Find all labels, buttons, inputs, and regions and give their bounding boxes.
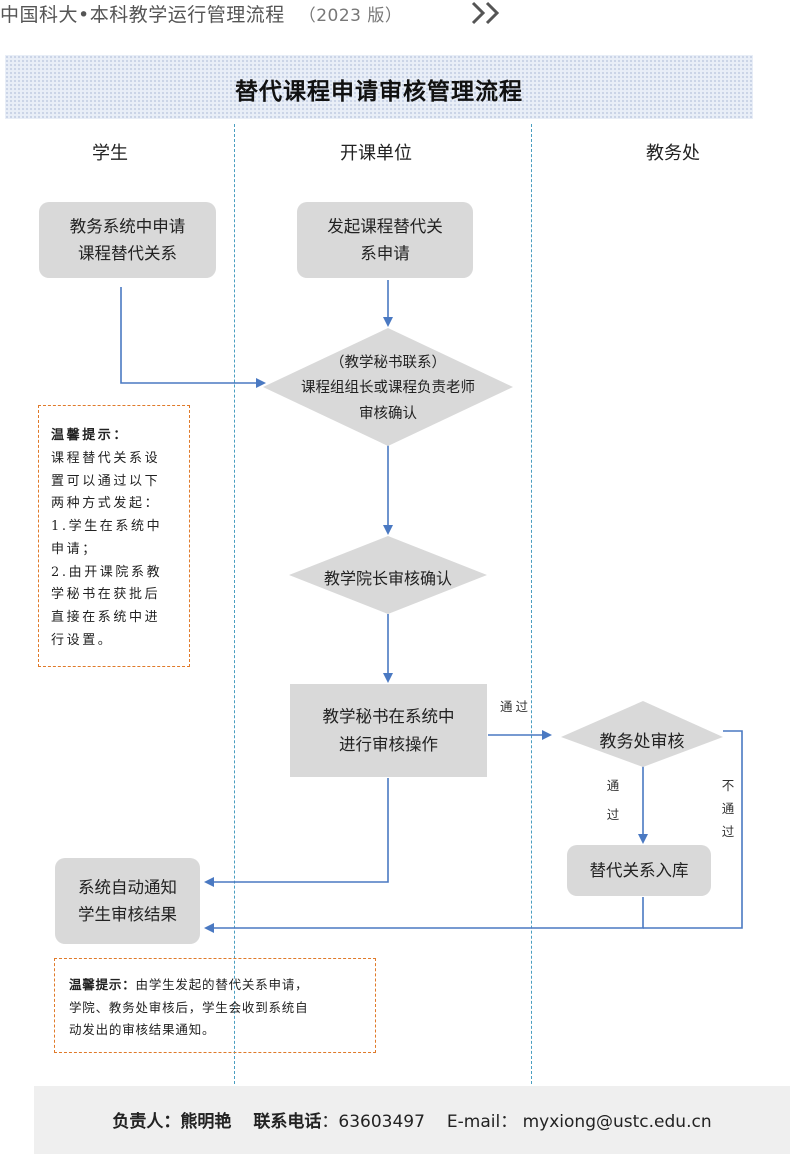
node-line: 审核确认 bbox=[359, 405, 417, 422]
tip-title: 温馨提示： bbox=[69, 977, 136, 992]
lane-divider-left bbox=[234, 124, 235, 1084]
node-line: 教务系统中申请 bbox=[69, 216, 186, 236]
chevron-right-icon[interactable] bbox=[470, 0, 504, 35]
footer-person: ：熊明艳 bbox=[163, 1112, 232, 1132]
tip-note-2: 温馨提示：由学生发起的替代关系申请， 学院、教务处审核后，学生会收到系统自 动发… bbox=[54, 958, 376, 1053]
tip-line: 两种方式发起： bbox=[51, 496, 161, 512]
node-line: 学生审核结果 bbox=[78, 905, 177, 924]
tip-line: 2.由开课院系教 bbox=[51, 564, 163, 580]
node-line: （教学秘书联系） bbox=[330, 355, 446, 371]
diamond-dean-confirm bbox=[289, 536, 487, 614]
diamond-dept-confirm bbox=[263, 328, 513, 446]
node-line: 系申请 bbox=[360, 244, 410, 263]
diamond-office-review bbox=[561, 701, 723, 767]
tip-title: 温馨提示： bbox=[51, 428, 130, 443]
edge-label-char: 不 bbox=[721, 778, 735, 793]
lane-student: 学生 bbox=[92, 143, 128, 164]
edge-store-to-notify bbox=[204, 897, 644, 933]
footer-email[interactable]: E-mail： myxiong@ustc.edu.cn bbox=[446, 1112, 712, 1132]
edge-label-fail-vertical: 不 通 过 bbox=[721, 774, 735, 843]
title-banner bbox=[5, 55, 753, 119]
node-notify: 系统自动通知学生审核结果 bbox=[55, 858, 200, 944]
flow-title: 替代课程申请审核管理流程 bbox=[235, 79, 523, 105]
node-student-apply: 教务系统中申请课程替代关系 bbox=[39, 202, 216, 278]
edge-label-char: 通 bbox=[721, 801, 735, 817]
node-line: 教学秘书在系统中 bbox=[322, 707, 455, 727]
footer-phone-label: 联系电话 bbox=[253, 1112, 322, 1132]
node-dean-confirm-label: 教学院长审核确认 bbox=[323, 569, 452, 588]
node-line: 发起课程替代关 bbox=[327, 216, 443, 236]
tip-line: 1.学生在系统中 bbox=[51, 519, 163, 534]
lane-department: 开课单位 bbox=[340, 143, 412, 164]
edge-label-pass: 通过 bbox=[500, 699, 532, 714]
header-main-title: 中国科大•本科教学运行管理流程 bbox=[0, 4, 285, 26]
tip-line: 课程替代关系设 bbox=[51, 450, 161, 466]
edge-label-pass-vertical: 通 过 bbox=[606, 772, 620, 830]
footer-phone: ：63603497 bbox=[321, 1112, 425, 1132]
tip-line: 学秘书在获批后 bbox=[51, 587, 161, 603]
header-year: （2023 版） bbox=[298, 6, 403, 26]
node-line: 进行审核操作 bbox=[339, 734, 438, 754]
node-store: 替代关系入库 bbox=[567, 845, 711, 896]
tip-line: 直接在系统中进 bbox=[51, 610, 161, 625]
node-line: 课程组组长或课程负责老师 bbox=[301, 380, 475, 397]
tip-line: 由学生发起的替代关系申请， bbox=[135, 977, 309, 992]
footer-band bbox=[34, 1086, 790, 1154]
header-title: 中国科大•本科教学运行管理流程 （2023 版） bbox=[0, 0, 402, 27]
edge-student-to-confirm bbox=[120, 287, 266, 388]
node-line: 课程替代关系 bbox=[78, 244, 177, 263]
tip-note-1: 温馨提示： 课程替代关系设 置可以通过以下 两种方式发起： 1.学生在系统中 申… bbox=[38, 405, 190, 667]
edge-fail-return bbox=[643, 730, 743, 929]
footer-person-label: 负责人 bbox=[112, 1112, 164, 1132]
tip-line: 行设置。 bbox=[51, 632, 114, 648]
tip-line: 申请； bbox=[51, 541, 98, 557]
node-dept-initiate: 发起课程替代关系申请 bbox=[297, 202, 473, 278]
edge-label-char: 过 bbox=[721, 824, 735, 840]
node-dept-confirm-label: （教学秘书联系） 课程组组长或课程负责老师 审核确认 bbox=[268, 351, 508, 427]
tip-line: 动发出的审核结果通知。 bbox=[69, 1022, 216, 1037]
lane-academic-office: 教务处 bbox=[646, 143, 700, 164]
tip-line: 学院、教务处审核后，学生会收到系统自 bbox=[69, 999, 309, 1015]
edge-label-char: 通 bbox=[606, 778, 620, 793]
edge-operate-to-notify bbox=[204, 778, 389, 887]
lane-divider-right bbox=[531, 124, 532, 1084]
node-secretary-operate: 教学秘书在系统中进行审核操作 bbox=[290, 684, 487, 777]
edge-label-char: 过 bbox=[606, 806, 620, 822]
tip-line: 置可以通过以下 bbox=[51, 473, 161, 489]
node-line: 系统自动通知 bbox=[78, 877, 177, 897]
footer-contact: 负责人：熊明艳 联系电话：63603497 E-mail： myxiong@ustc… bbox=[34, 1107, 790, 1132]
node-office-review-label: 教务处审核 bbox=[599, 732, 685, 752]
